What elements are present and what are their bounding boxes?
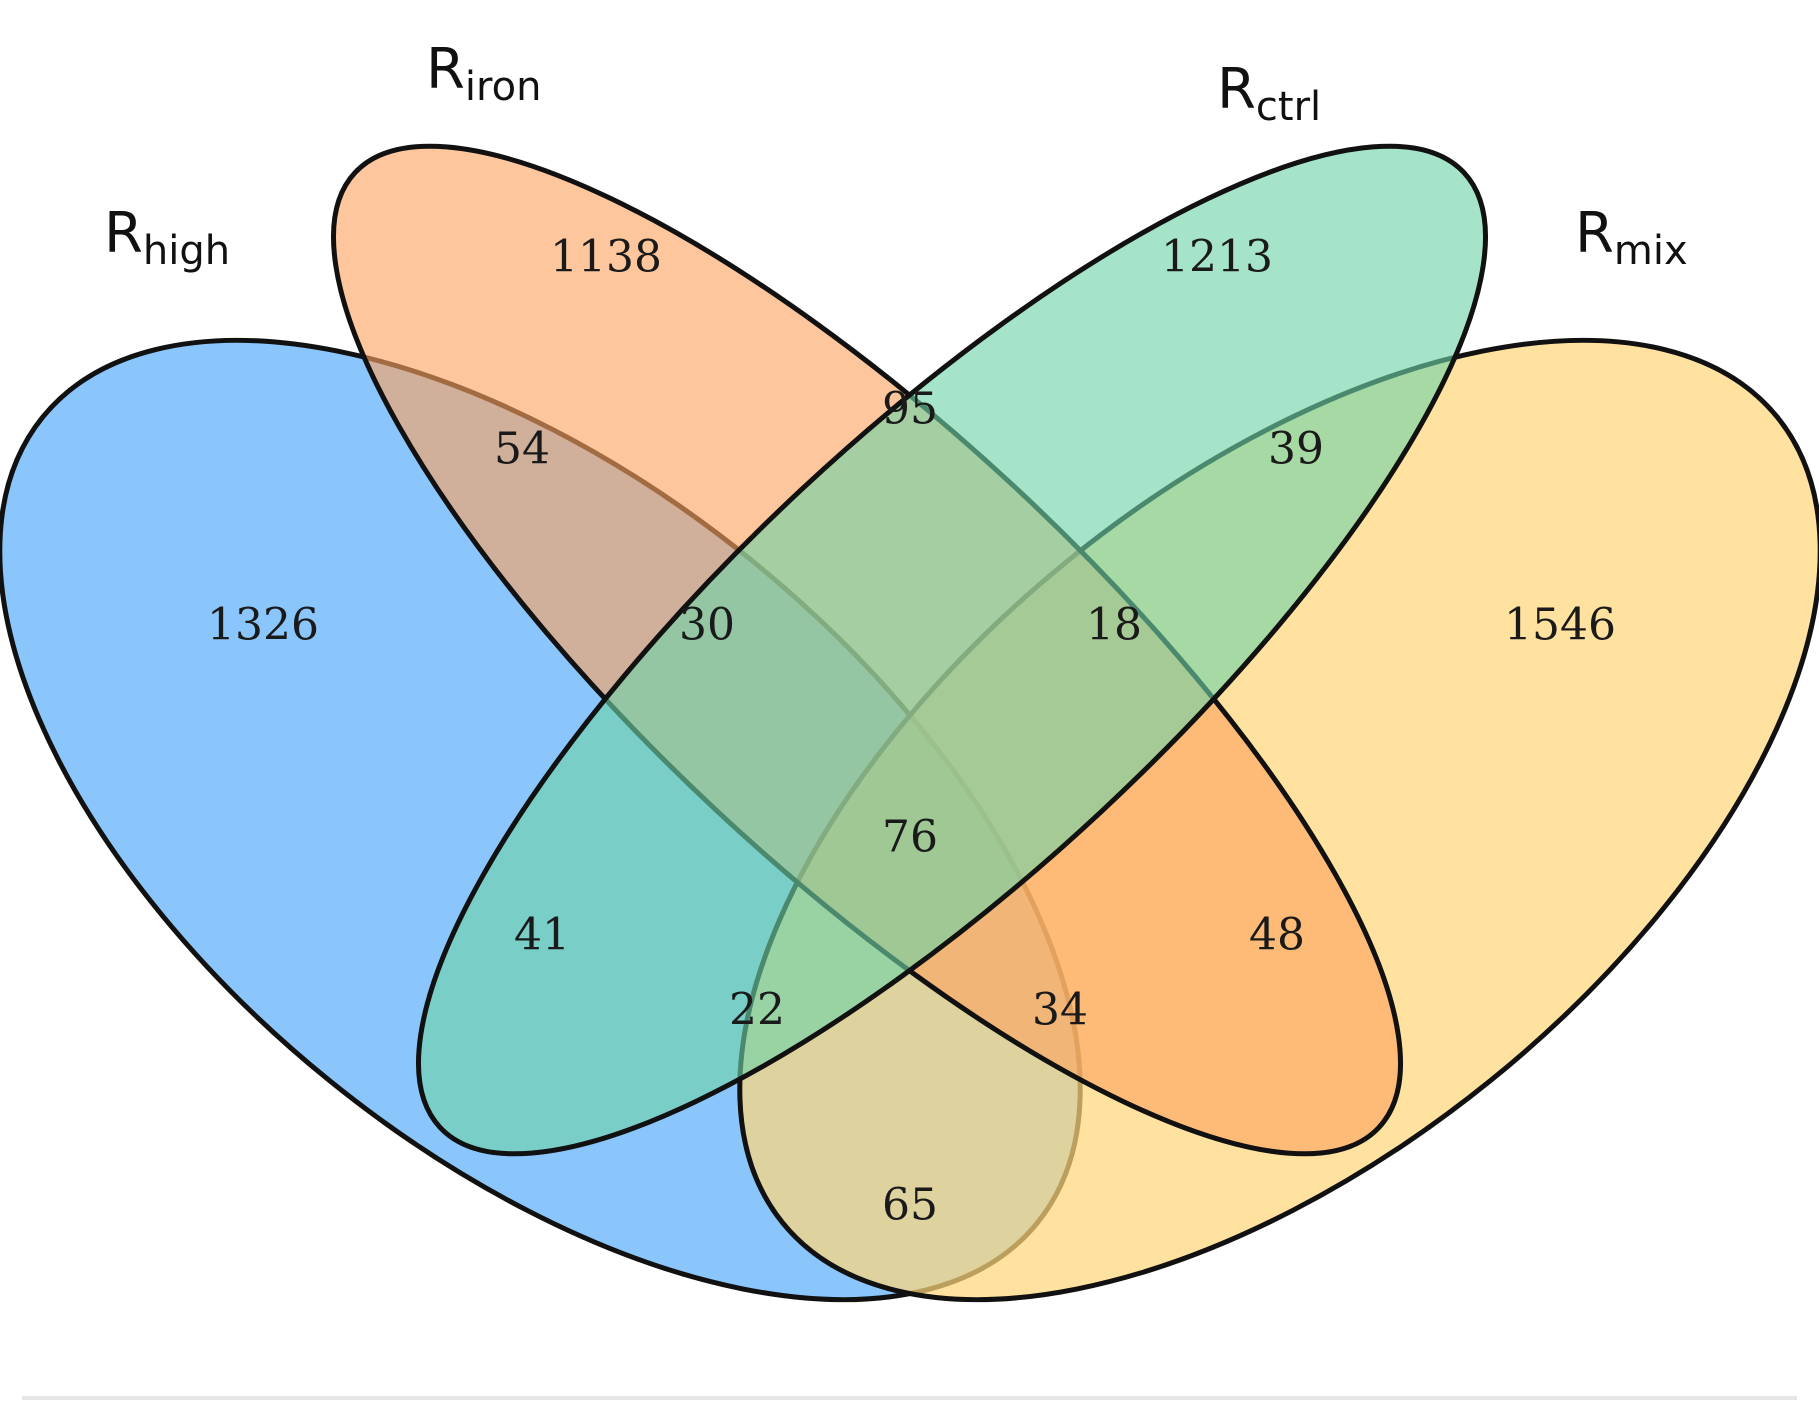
set-shapes [0,143,1819,1303]
set-label-ctrl-sub: ctrl [1256,84,1321,130]
count-high-ctrl-mix: 22 [729,985,785,1036]
set-label-high: Rhigh [104,201,230,274]
count-mix-only: 1546 [1504,600,1616,651]
set-label-mix: Rmix [1575,201,1688,274]
count-high-only: 1326 [207,600,319,651]
count-high-iron: 54 [494,424,550,475]
count-iron-only: 1138 [550,232,662,283]
set-ellipse-ctrl [416,143,1488,1157]
count-all-four: 76 [882,812,938,863]
set-label-mix-sub: mix [1614,228,1688,274]
set-label-iron-sub: iron [465,64,542,110]
set-label-ctrl: Rctrl [1217,57,1321,130]
count-iron-mix: 48 [1249,910,1305,961]
set-label-iron-main: R [426,37,465,102]
set-label-high-sub: high [143,228,230,274]
count-high-mix: 65 [882,1180,938,1231]
count-iron-ctrl-mix: 18 [1086,600,1142,651]
count-high-iron-mix: 34 [1032,985,1088,1036]
count-ctrl-mix: 39 [1268,424,1324,475]
region-counts: 1326 1138 1213 1546 54 95 39 30 18 76 41… [207,232,1616,1231]
count-high-iron-ctrl: 30 [679,600,735,651]
set-labels: Rhigh Riron Rctrl Rmix [104,37,1688,274]
set-label-iron: Riron [426,37,541,110]
count-high-ctrl: 41 [514,910,570,961]
count-iron-ctrl: 95 [882,384,938,435]
set-label-mix-main: R [1575,201,1614,266]
set-label-high-main: R [104,201,143,266]
set-label-ctrl-main: R [1217,57,1256,122]
count-ctrl-only: 1213 [1161,232,1273,283]
